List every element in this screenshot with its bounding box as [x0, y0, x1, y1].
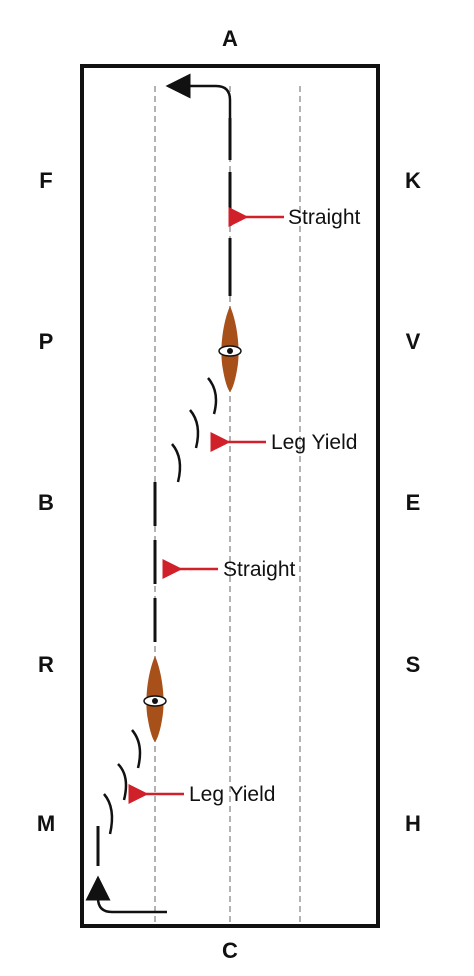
upper-horse-icon: [218, 306, 242, 392]
letter-right-3: E: [406, 490, 421, 515]
letter-right-5: H: [405, 811, 421, 836]
letter-right-1: K: [405, 168, 421, 193]
letter-top: A: [222, 26, 238, 51]
arena-border: [80, 64, 380, 928]
lower-horse-icon: [143, 656, 167, 742]
lower-leg-yield-track: [103, 729, 142, 835]
letter-left-2: P: [39, 329, 54, 354]
letter-left-3: B: [38, 490, 54, 515]
start-path: [85, 875, 167, 914]
letter-right-4: S: [406, 652, 421, 677]
straight-upper-label: Straight: [288, 206, 361, 229]
leg-yield-upper-label: Leg Yield: [271, 431, 357, 454]
letter-left-5: M: [37, 811, 55, 836]
letter-left-4: R: [38, 652, 54, 677]
leg-yield-lower-label: Leg Yield: [189, 783, 275, 806]
letter-left-1: F: [39, 168, 52, 193]
top-turn-arrow: [165, 73, 232, 118]
letter-right-2: V: [406, 329, 421, 354]
upper-leg-yield-track: [171, 377, 218, 483]
letter-bottom: C: [222, 938, 238, 963]
straight-lower-label: Straight: [223, 558, 296, 581]
